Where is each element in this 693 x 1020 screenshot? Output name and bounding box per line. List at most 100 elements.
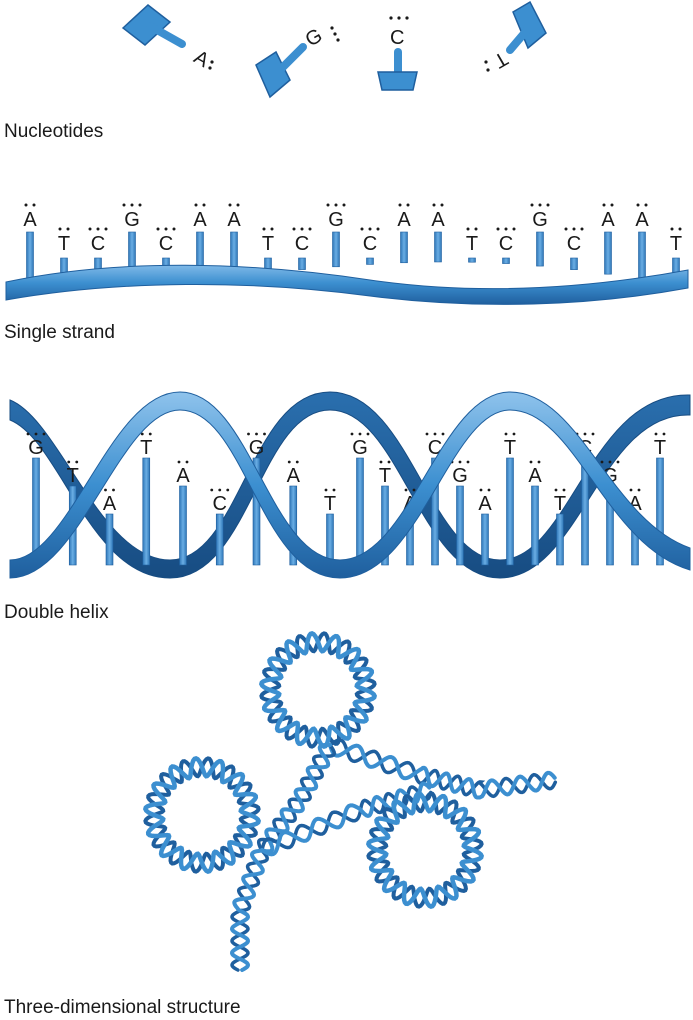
single-strand-base: C — [496, 227, 516, 264]
base-stick — [468, 257, 476, 263]
nucleotide-c-letter: C — [390, 27, 404, 49]
base-letter: T — [324, 493, 336, 515]
single-strand-base: G — [326, 203, 346, 268]
base-stick — [604, 231, 612, 275]
base-stick — [142, 457, 151, 566]
helix-base: A — [478, 488, 492, 566]
base-stick — [434, 231, 442, 263]
coil-linker — [229, 742, 337, 972]
helix-base: C — [210, 488, 230, 566]
helix-base: A — [103, 488, 117, 566]
base-stick — [506, 457, 514, 566]
base-letter: T — [140, 437, 152, 459]
single-strand-base: T — [262, 227, 274, 273]
base-stick — [179, 485, 187, 566]
base-letter: C — [499, 233, 513, 255]
helix-base: T — [654, 432, 666, 566]
single-strand-base: C — [360, 227, 380, 265]
single-strand-base: G — [530, 203, 550, 267]
base-letter: A — [635, 209, 649, 231]
caption-nucleotides: Nucleotides — [4, 121, 104, 142]
base-letter: C — [363, 233, 377, 255]
nucleotide-c: C — [377, 16, 418, 91]
base-letter: T — [58, 233, 70, 255]
base-letter: C — [567, 233, 581, 255]
base-letter: A — [103, 493, 117, 515]
base-letter: G — [28, 437, 44, 459]
base-letter: A — [528, 465, 542, 487]
helix-base: A — [176, 460, 190, 566]
base-stick — [570, 257, 578, 270]
base-stick — [481, 513, 489, 566]
base-letter: A — [601, 209, 615, 231]
base-letter: A — [287, 465, 301, 487]
base-letter: T — [504, 437, 516, 459]
base-letter: T — [379, 465, 391, 487]
single-strand-base: C — [292, 227, 312, 270]
helix-base: T — [140, 432, 152, 566]
helix-base: A — [528, 460, 542, 566]
base-letter: A — [227, 209, 241, 231]
base-letter: G — [328, 209, 344, 231]
base-letter: A — [176, 465, 190, 487]
base-stick — [531, 485, 539, 566]
caption-three-dimensional: Three-dimensional structure — [4, 997, 241, 1018]
single-strand-base: A — [601, 203, 615, 275]
base-stick — [105, 513, 114, 566]
coil-ring — [258, 630, 378, 750]
caption-single-strand: Single strand — [4, 322, 115, 343]
single-strand-base: A — [431, 203, 445, 263]
base-letter: C — [91, 233, 105, 255]
base-letter: C — [295, 233, 309, 255]
helix-base: G — [450, 460, 470, 566]
helix-base: T — [379, 460, 391, 566]
base-stick — [400, 231, 408, 264]
base-letter: A — [397, 209, 411, 231]
base-stick — [431, 457, 439, 566]
base-letter: T — [554, 493, 566, 515]
base-letter: A — [193, 209, 207, 231]
base-letter: G — [124, 209, 140, 231]
chromatin-coils — [142, 630, 558, 972]
base-letter: T — [654, 437, 666, 459]
base-letter: T — [67, 465, 79, 487]
base-stick — [252, 457, 261, 566]
single-strand-base: C — [564, 227, 584, 270]
base-letter: A — [23, 209, 37, 231]
helix-base: G — [26, 432, 46, 566]
base-stick — [215, 513, 224, 566]
single-strand-base: A — [397, 203, 411, 264]
helix-base: T — [554, 488, 566, 566]
single-strand-base: A — [635, 203, 649, 280]
base-letter: T — [670, 233, 682, 255]
caption-double-helix: Double helix — [4, 602, 109, 623]
coil-ring — [142, 755, 262, 875]
base-letter: T — [466, 233, 478, 255]
base-letter: A — [431, 209, 445, 231]
coil-ring — [365, 790, 485, 910]
single-strand-base: T — [466, 227, 478, 263]
double-helix-base-pairs: GTATACGATGTACGATATCGAT — [26, 432, 666, 566]
helix-back-strand — [9, 391, 691, 579]
base-stick — [381, 485, 389, 566]
base-letter: C — [213, 493, 227, 515]
base-letter: A — [478, 493, 492, 515]
single-strand-backbone — [5, 264, 689, 305]
base-stick — [656, 457, 664, 566]
base-letter: G — [532, 209, 548, 231]
base-letter: G — [249, 437, 265, 459]
helix-front-strand — [9, 391, 691, 579]
coil-linker — [328, 738, 558, 800]
base-letter: G — [452, 465, 468, 487]
base-letter: G — [352, 437, 368, 459]
base-stick — [366, 257, 374, 265]
helix-base: G — [247, 432, 266, 566]
base-stick — [502, 257, 510, 264]
base-stick — [456, 485, 464, 566]
base-stick — [556, 513, 564, 566]
